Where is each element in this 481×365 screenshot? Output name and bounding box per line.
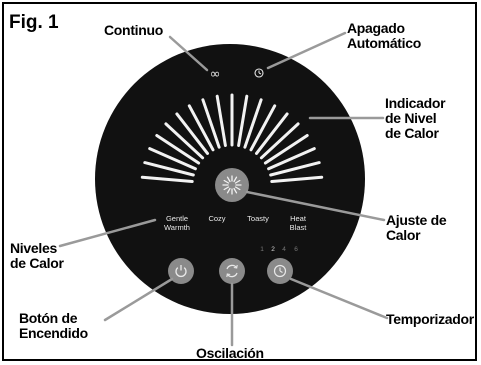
label-ajuste-calor: Ajuste de Calor	[386, 212, 447, 243]
svg-text:∞: ∞	[210, 67, 221, 82]
heat-level-label-gentle-1: Gentle	[166, 214, 188, 223]
heat-level-bar	[187, 104, 215, 152]
label-continuo: Continuo	[104, 22, 164, 38]
heat-level-bar	[259, 122, 300, 160]
heat-level-label-cozy: Cozy	[208, 214, 225, 223]
figure-label: Fig. 1	[9, 12, 59, 33]
label-apagado-automatico: Apagado Automático	[347, 20, 422, 51]
timer-numbers: 1 2 4 6	[260, 246, 298, 253]
heat-level-bar	[155, 134, 201, 165]
rotate-icon	[226, 264, 238, 278]
heat-level-label-gentle-2: Warmth	[164, 223, 190, 232]
heat-level-bar	[269, 161, 321, 177]
heat-level-labels: Gentle Warmth Cozy Toasty Heat Blast	[164, 214, 307, 232]
leader-lines	[58, 31, 389, 347]
heat-level-bar	[243, 98, 263, 149]
heat-level-indicator	[140, 93, 324, 183]
sunburst-ray	[233, 187, 238, 194]
power-icon	[175, 265, 187, 278]
sunburst-ray	[234, 186, 241, 191]
heat-level-bar	[270, 175, 324, 183]
timer-number: 1	[260, 246, 264, 253]
clock-icon	[273, 264, 287, 278]
timer-number: 2	[271, 246, 275, 253]
sunburst-ray	[226, 176, 231, 183]
heat-level-bar	[267, 147, 316, 171]
heat-level-bar	[140, 175, 194, 183]
sunburst-ray	[223, 186, 230, 191]
heat-level-bar	[255, 112, 289, 155]
sunburst-ray	[234, 179, 241, 184]
sunburst-ray	[226, 187, 231, 194]
heat-level-label-heat-2: Blast	[290, 223, 308, 232]
infinity-icon: ∞	[210, 67, 221, 82]
label-boton-encendido: Botón de Encendido	[19, 310, 88, 341]
heat-level-bar	[201, 98, 221, 149]
sunburst-ray	[223, 179, 230, 184]
timer-button[interactable]	[267, 258, 293, 284]
heat-level-bar	[215, 94, 227, 147]
power-button[interactable]	[168, 258, 194, 284]
leader-boton	[103, 277, 174, 322]
leader-niveles	[58, 218, 157, 248]
heat-level-bar	[148, 147, 197, 171]
leader-apagado	[266, 31, 347, 70]
heat-level-bar	[164, 122, 205, 160]
heat-level-bar	[249, 104, 277, 152]
heat-level-bar	[263, 134, 309, 165]
leader-temporizador	[289, 277, 389, 320]
heat-level-label-heat-1: Heat	[290, 214, 307, 223]
timer-number: 4	[282, 246, 286, 253]
heat-level-bar	[143, 161, 195, 177]
heat-sunburst-icon	[222, 175, 242, 195]
heat-level-bar	[237, 94, 249, 147]
label-temporizador: Temporizador	[386, 311, 474, 327]
label-niveles-calor: Niveles de Calor	[10, 240, 64, 271]
heat-level-bar	[175, 112, 209, 155]
timer-off-icon	[254, 68, 264, 78]
label-oscilacion: Oscilación	[196, 345, 264, 361]
heat-adjust-button[interactable]	[215, 168, 249, 202]
figure-frame	[2, 2, 477, 361]
label-indicador-nivel-calor: Indicador de Nivel de Calor	[385, 95, 446, 141]
timer-number: 6	[294, 246, 298, 253]
heat-level-label-toasty: Toasty	[247, 214, 269, 223]
leader-continuo	[168, 35, 209, 72]
sunburst-ray	[233, 176, 238, 183]
leader-ajuste	[245, 190, 386, 222]
oscillation-button[interactable]	[219, 258, 245, 284]
